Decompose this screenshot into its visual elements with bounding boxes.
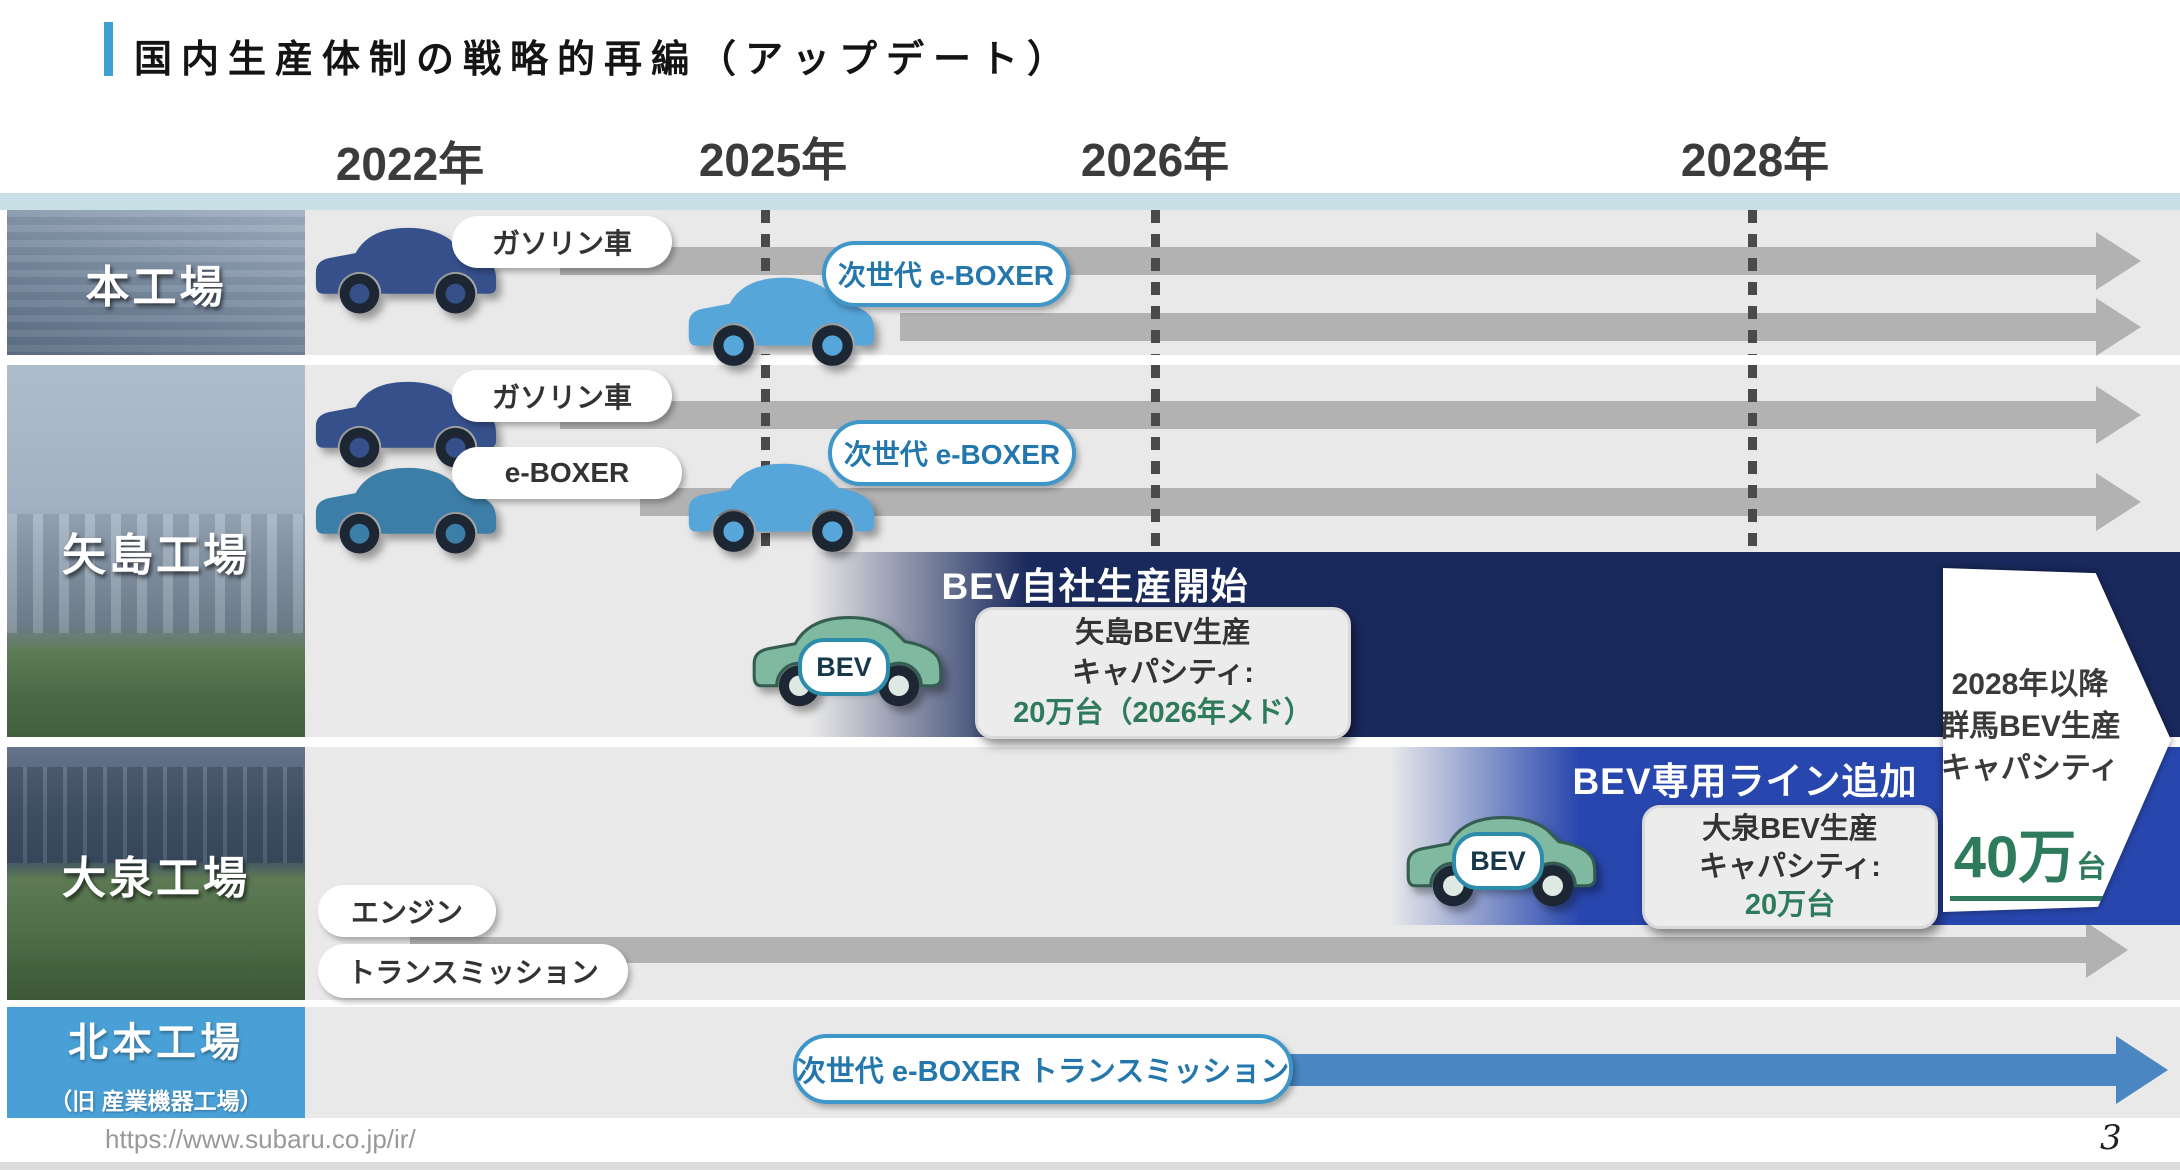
next-gen-eboxer-car-icon: [680, 448, 885, 556]
year-label-2026: 2026年: [1080, 134, 1230, 186]
capacity-box-oizumi: 大泉BEV生産 キャパシティ: 20万台: [1642, 805, 1938, 929]
footer-url: https://www.subaru.co.jp/ir/: [105, 1124, 416, 1154]
dotted-line-2026-yajima: [1151, 365, 1160, 551]
eboxer-label-yajima: e-BOXER: [452, 447, 682, 499]
next-gen-eboxer-car-icon: [680, 262, 885, 370]
plant-name-kitamoto: 北本工場: [68, 1020, 244, 1065]
next-gen-eboxer-label-yajima: 次世代 e-BOXER: [828, 420, 1076, 486]
bev-car-badge-oizumi: BEV: [1452, 832, 1544, 890]
bev-car-badge-yajima: BEV: [798, 638, 890, 696]
dotted-line-2028-yajima: [1748, 365, 1757, 551]
year-label-2025: 2025年: [698, 134, 848, 186]
callout-line1: 2028年以降: [1951, 668, 2109, 701]
gunma-capacity-callout-body: 2028年以降 群馬BEV生産 キャパシティ 40万台: [1943, 568, 2171, 912]
gasoline-label-main: ガソリン車: [452, 216, 672, 268]
plant-photo-oizumi: 大泉工場: [7, 747, 305, 1000]
callout-value: 40万台: [1949, 810, 2111, 901]
callout-value-unit: 台: [2076, 851, 2107, 884]
dotted-line-2026-main: [1151, 210, 1160, 355]
plant-name-yajima: 矢島工場: [62, 531, 250, 580]
engine-label-oizumi: エンジン: [318, 885, 496, 937]
callout-line2: 群馬BEV生産: [1939, 710, 2121, 743]
capacity-box-yajima-line1: 矢島BEV生産: [1075, 617, 1251, 649]
title-accent-bar: [104, 22, 113, 76]
plant-name-oizumi: 大泉工場: [62, 853, 250, 903]
transmission-label-oizumi: トランスミッション: [318, 944, 628, 998]
timeline-arrow-yajima-eboxer: [640, 488, 2096, 516]
year-label-2022: 2022年: [335, 138, 485, 190]
callout-value-number: 40万: [1953, 825, 2077, 890]
plant-name-main: 本工場: [85, 262, 227, 312]
plant-photo-yajima: 矢島工場: [7, 365, 305, 737]
plant-former-name-kitamoto: （旧 産業機器工場）: [49, 1087, 263, 1114]
dotted-line-2028-main: [1748, 210, 1757, 355]
timeline-divider-strip: [0, 193, 2180, 210]
capacity-box-oizumi-value: 20万台: [1744, 889, 1836, 921]
gasoline-label-yajima: ガソリン車: [452, 370, 672, 422]
plant-cell-kitamoto: 北本工場 （旧 産業機器工場）: [7, 1007, 305, 1118]
gasoline-car-icon: [308, 212, 506, 318]
timeline-arrow-main-gasoline: [560, 247, 2096, 275]
next-gen-eboxer-label-main: 次世代 e-BOXER: [822, 241, 1070, 307]
timeline-arrow-yajima-gasoline: [560, 401, 2096, 429]
next-gen-transmission-label-kitamoto: 次世代 e-BOXER トランスミッション: [793, 1034, 1293, 1104]
capacity-box-yajima: 矢島BEV生産 キャパシティ: 20万台（2026年メド）: [975, 607, 1351, 739]
timeline-arrow-oizumi-units: [410, 937, 2086, 963]
slide-bottom-edge: [0, 1162, 2180, 1170]
timeline-arrow-main-nextgen: [900, 313, 2096, 341]
page-title: 国内生産体制の戦略的再編（アップデート）: [134, 39, 1075, 81]
page-number: 3: [2100, 1118, 2122, 1158]
callout-line3: キャパシティ: [1940, 752, 2120, 785]
bev-banner-title-yajima: BEV自社生産開始: [941, 566, 1249, 607]
gunma-capacity-callout: 2028年以降 群馬BEV生産 キャパシティ 40万台: [1943, 568, 2171, 912]
year-label-2028: 2028年: [1680, 134, 1830, 186]
eboxer-car-icon: [308, 452, 506, 558]
capacity-box-yajima-value: 20万台（2026年メド）: [1013, 697, 1313, 729]
dotted-line-2025-yajima: [761, 365, 770, 551]
capacity-box-yajima-line2: キャパシティ:: [1072, 657, 1254, 689]
plant-photo-main: 本工場: [7, 210, 305, 355]
capacity-box-oizumi-line1: 大泉BEV生産: [1702, 813, 1878, 845]
capacity-box-oizumi-line2: キャパシティ:: [1699, 851, 1881, 883]
bev-banner-title-oizumi: BEV専用ライン追加: [1572, 761, 1918, 802]
